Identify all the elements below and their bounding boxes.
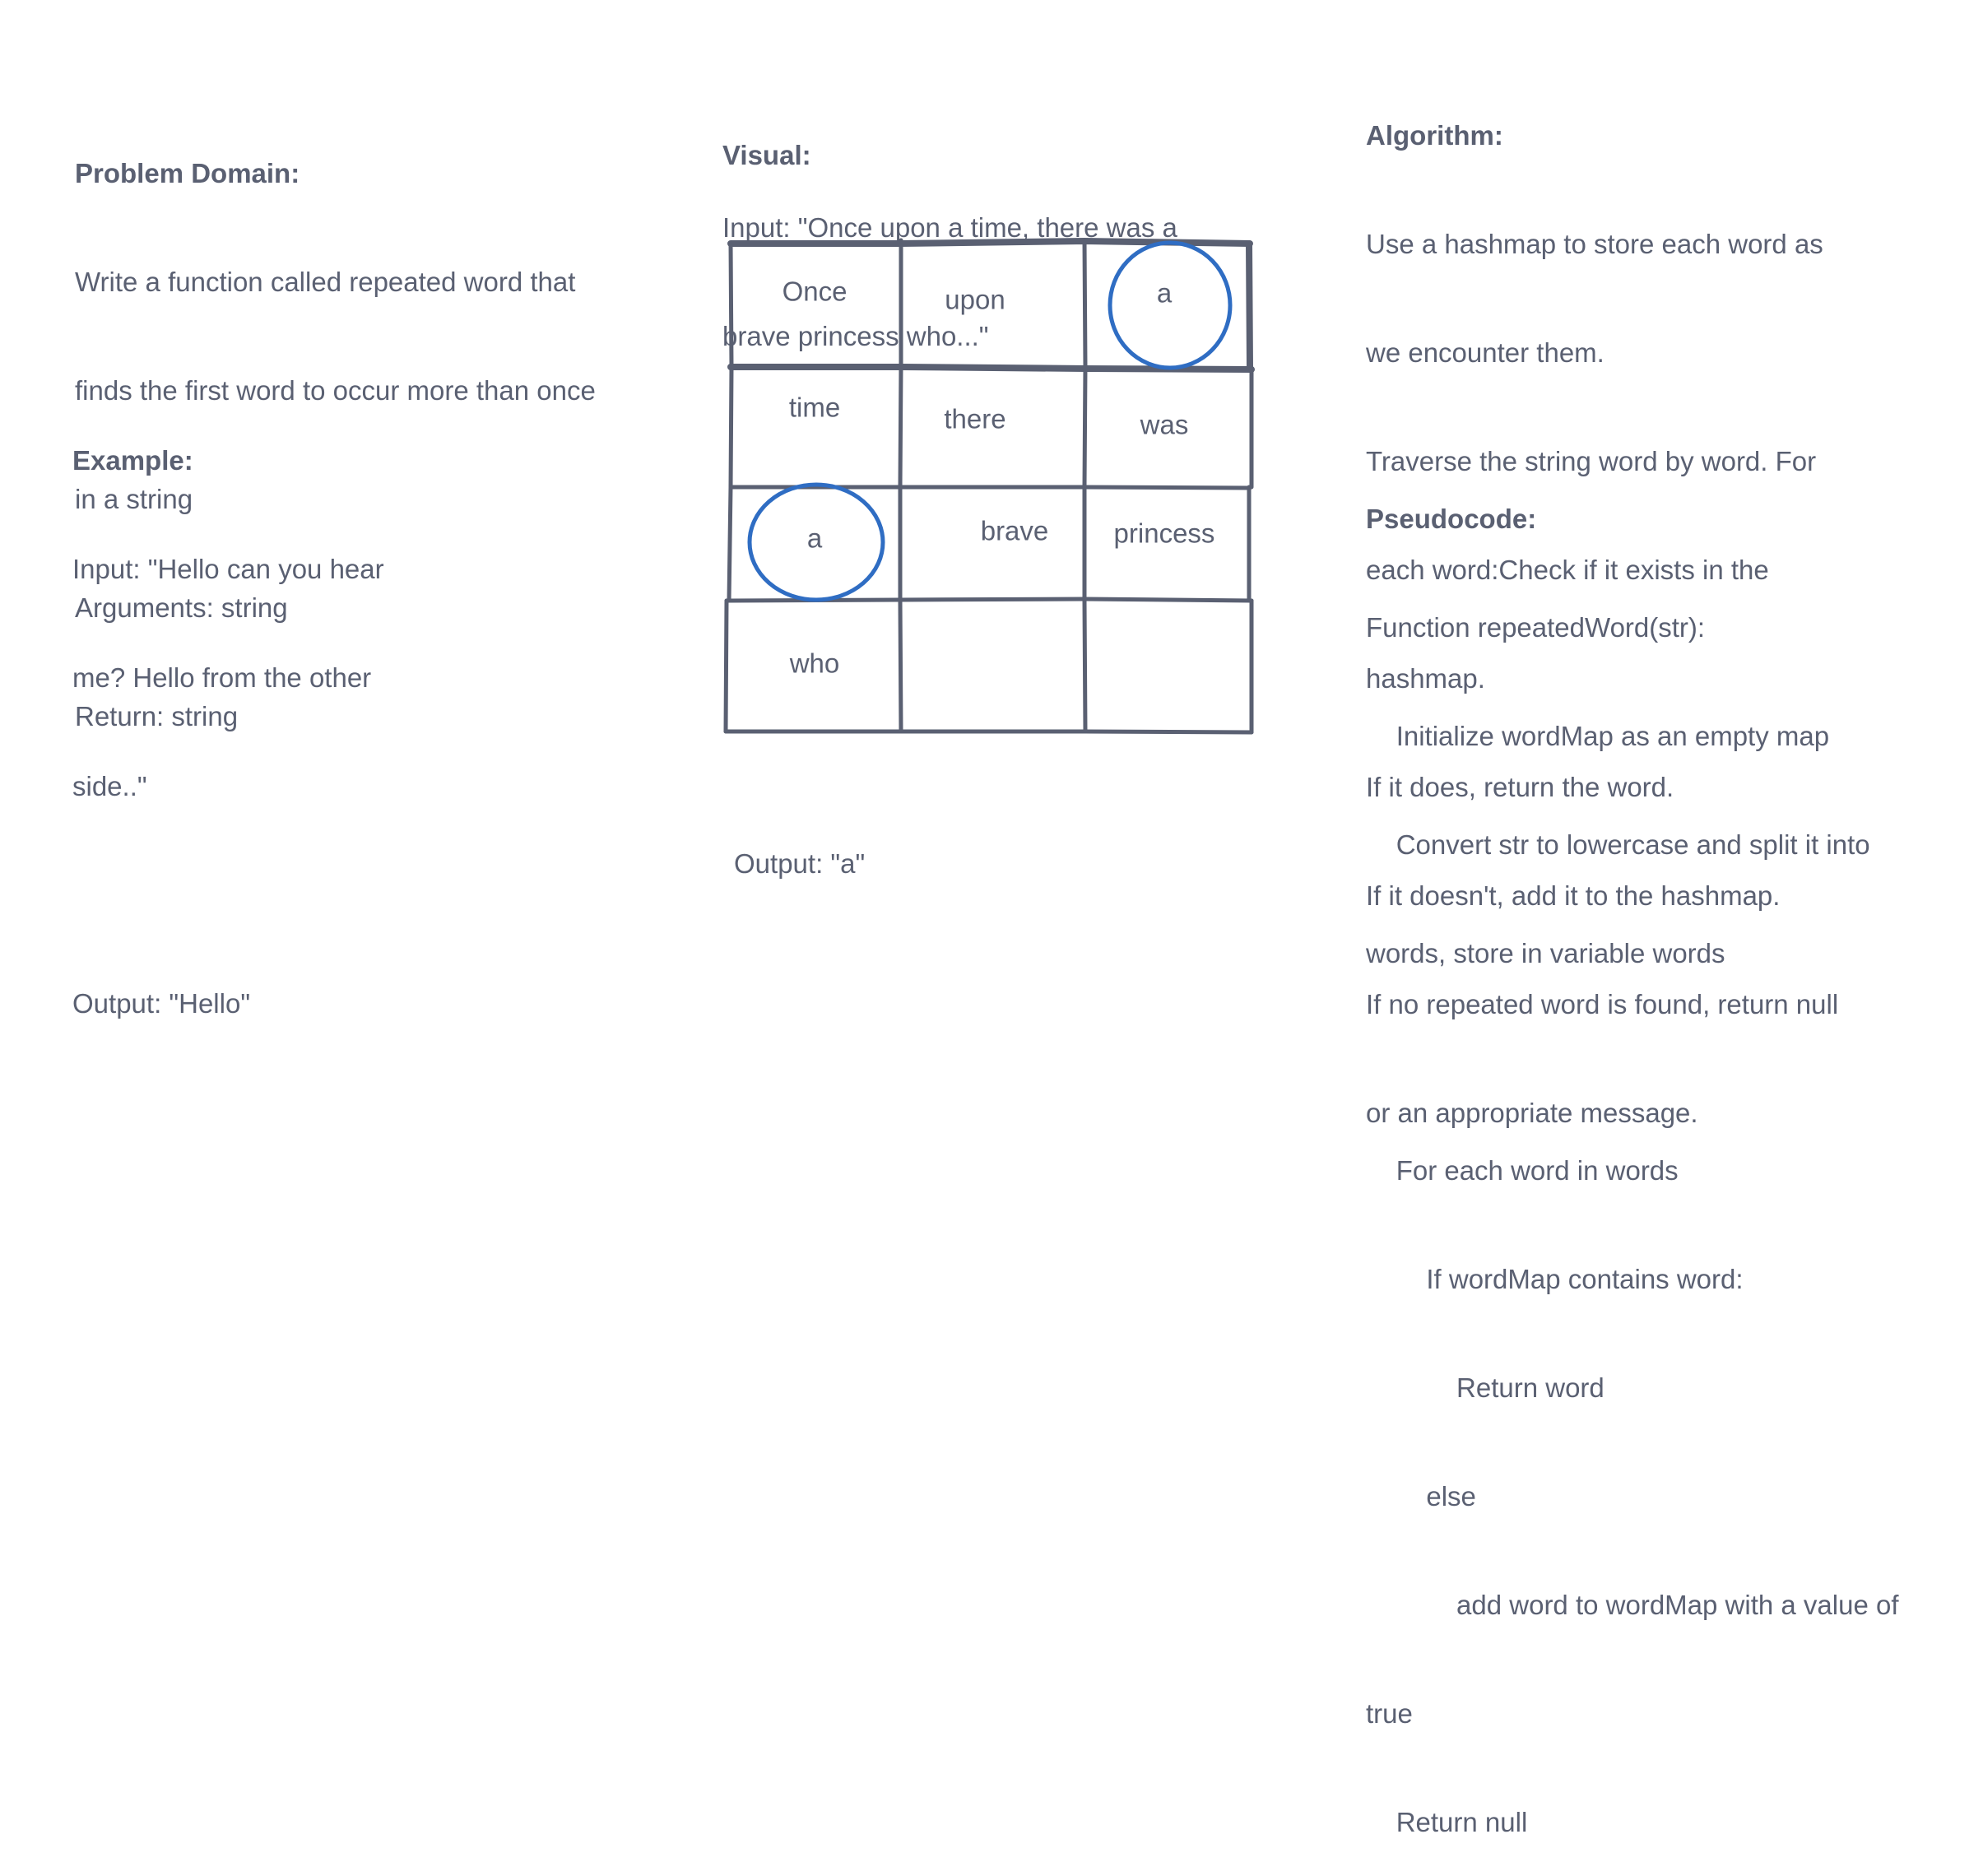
pseudocode-line: else [1366,1481,1476,1511]
pseudocode-line: If wordMap contains word: [1366,1264,1744,1294]
grid-column-divider [723,598,729,734]
grid-row-divider [723,729,1254,735]
example-spacer [72,877,451,913]
pseudocode-heading: Pseudocode: [1366,504,1537,534]
pseudocode-line: Function repeatedWord(str): [1366,612,1706,643]
grid-row-divider [724,597,1254,603]
example-line: me? Hello from the other [72,662,372,693]
example-line: Input: "Hello can you hear [72,554,384,584]
algorithm-line: If it doesn't, add it to the hashmap. [1366,880,1781,911]
example-output: Output: "Hello" [72,988,251,1019]
pseudocode-line: Return null [1366,1807,1528,1837]
grid-cell-word: a [807,523,823,554]
problem-domain-section: Problem Domain: Write a function called … [75,83,667,771]
grid-cell-word: brave [981,516,1049,546]
problem-domain-arguments: Arguments: string [75,592,288,623]
algorithm-line: each word:Check if it exists in the [1366,555,1769,585]
problem-domain-line: finds the first word to occur more than … [75,375,596,406]
pseudocode-line: For each word in words [1366,1155,1679,1186]
visual-input-line: brave princess who..." [722,321,989,351]
pseudocode-line: Convert str to lowercase and split it in… [1366,829,1870,860]
problem-domain-line: in a string [75,484,193,514]
grid-cell-word: there [944,404,1005,434]
pseudocode-line: words, store in variable words [1366,938,1725,968]
pseudocode-line: true [1366,1698,1413,1729]
grid-cell-word: time [789,392,840,423]
grid-row-divider [728,485,1252,490]
example-section: Example: Input: "Hello can you hear me? … [72,370,451,1058]
highlight-circle [747,482,885,602]
grid-cell-word: princess [1114,518,1215,549]
algorithm-line: we encounter them. [1366,337,1605,368]
algorithm-line: If it does, return the word. [1366,772,1674,802]
algorithm-line: Traverse the string word by word. For [1366,446,1817,476]
visual-input-line: Input: "Once upon a time, there was a [722,212,1177,243]
visual-section-heading: Visual: [722,65,1298,210]
visual-output: Output: "a" [734,773,1145,918]
problem-domain-line: Write a function called repeated word th… [75,267,576,297]
algorithm-line: hashmap. [1366,663,1485,694]
visual-input-text: Input: "Once upon a time, there was a br… [722,137,1298,391]
pseudocode-line: add word to wordMap with a value of [1366,1590,1899,1620]
grid-cell-word: was [1140,410,1189,440]
pseudocode-section: Pseudocode: Function repeatedWord(str): … [1366,429,1958,1876]
visual-output-text: Output: "a" [734,848,866,879]
algorithm-line: Use a hashmap to store each word as [1366,229,1823,259]
grid-cell-word: who [789,648,840,679]
example-heading: Example: [72,445,193,476]
problem-domain-heading: Problem Domain: [75,158,300,188]
problem-domain-return: Return: string [75,701,239,731]
pseudocode-line [1366,1044,1958,1080]
visual-heading: Visual: [722,140,811,170]
algorithm-heading: Algorithm: [1366,120,1503,151]
example-line: side.." [72,771,147,801]
pseudocode-line: Return word [1366,1372,1605,1403]
pseudocode-line: Initialize wordMap as an empty map [1366,721,1830,751]
